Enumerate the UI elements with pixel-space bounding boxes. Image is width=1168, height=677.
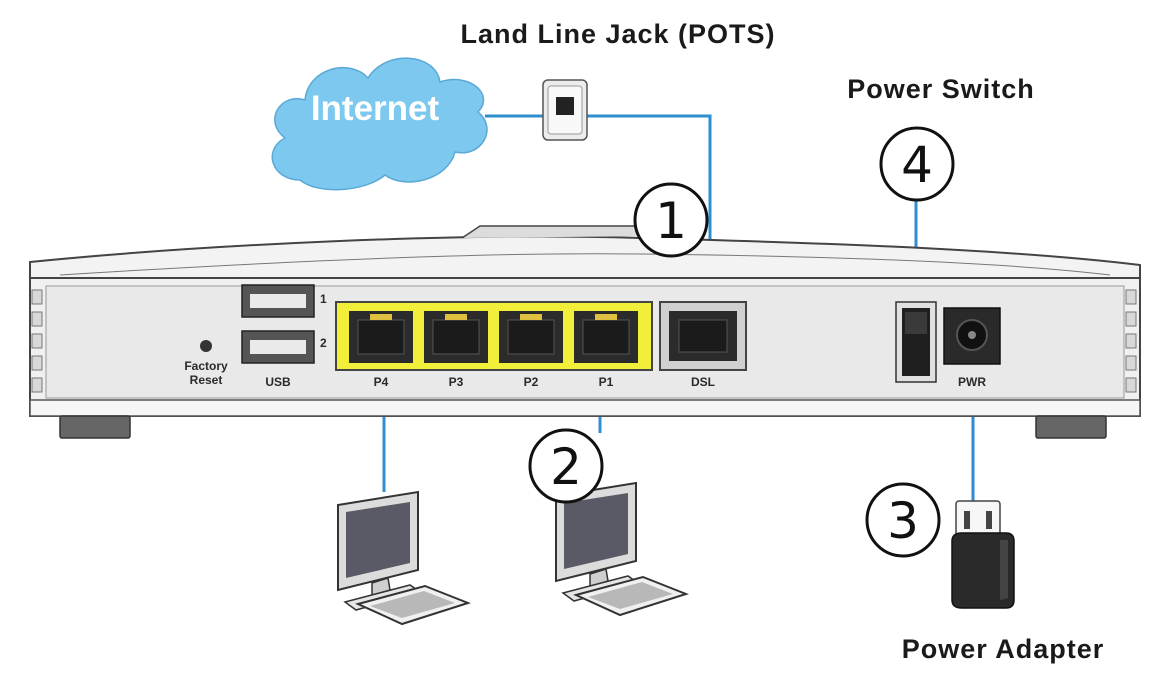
computer-icon-right <box>555 481 689 617</box>
factory-reset-button: Factory Reset <box>184 340 228 387</box>
factory-reset-label-line2: Reset <box>190 373 223 387</box>
callout-3-number: 3 <box>887 492 919 550</box>
callout-1-number: 1 <box>655 192 687 250</box>
callout-3: 3 <box>865 482 941 558</box>
usb-ports: 1 2 USB <box>241 284 327 389</box>
wall-phone-jack-icon <box>542 79 588 141</box>
lan-port-p4-label: P4 <box>374 375 389 389</box>
callout-4: 4 <box>879 126 955 202</box>
usb-port-2-label: 2 <box>320 336 327 350</box>
land-line-jack-label: Land Line Jack (POTS) <box>460 19 775 49</box>
router-foot-left <box>59 415 131 439</box>
internet-label: Internet <box>311 89 440 128</box>
lan-port-p2-label: P2 <box>524 375 539 389</box>
internet-cloud-icon: Internet <box>271 57 488 191</box>
lan-port-p1: P1 <box>574 311 638 389</box>
usb-label: USB <box>265 375 291 389</box>
lan-port-p4: P4 <box>349 311 413 389</box>
power-adapter-label: Power Adapter <box>902 634 1105 664</box>
dsl-label: DSL <box>691 375 715 389</box>
usb-port-1-label: 1 <box>320 292 327 306</box>
callout-4-number: 4 <box>901 136 933 194</box>
power-switch-label: Power Switch <box>847 74 1035 104</box>
lan-port-p3-label: P3 <box>449 375 464 389</box>
callout-2: 2 <box>528 428 604 504</box>
lan-port-p2: P2 <box>499 311 563 389</box>
power-jack-icon: PWR <box>943 307 1001 389</box>
router-device <box>29 225 1141 439</box>
power-switch-icon <box>895 301 937 383</box>
lan-port-p3: P3 <box>424 311 488 389</box>
callout-1: 1 <box>633 182 709 258</box>
dsl-port: DSL <box>659 301 747 389</box>
callout-2-number: 2 <box>550 438 582 496</box>
factory-reset-label-line1: Factory <box>184 359 228 373</box>
pwr-label: PWR <box>958 375 986 389</box>
power-adapter-icon <box>951 500 1015 609</box>
lan-port-p1-label: P1 <box>599 375 614 389</box>
computer-icon-left <box>337 490 471 626</box>
router-foot-right <box>1035 415 1107 439</box>
